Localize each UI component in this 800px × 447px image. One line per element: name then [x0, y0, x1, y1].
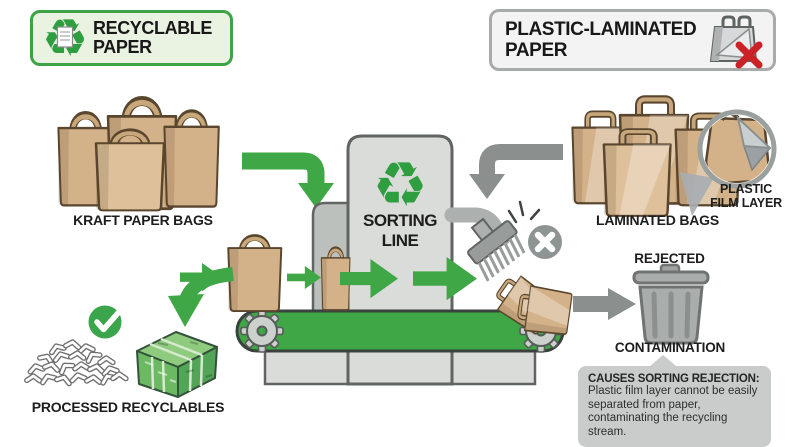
magnifier-callout	[697, 109, 777, 189]
kraft-paper-bags-label: KRAFT PAPER BAGS	[73, 212, 213, 228]
recyclable-paper-badge: ♻ RECYCLABLE PAPER	[30, 10, 233, 66]
badge-title-line2: PAPER	[505, 40, 568, 61]
laminated-bag-icon	[709, 15, 763, 69]
film-label-line2: FILM LAYER	[710, 196, 782, 210]
brush-icon	[467, 217, 526, 282]
recycle-icon: ♻	[372, 148, 428, 221]
flow-arrow-rejected	[573, 288, 636, 320]
flow-arrow-to-bale	[168, 267, 234, 327]
processed-recyclables-label: PROCESSED RECYCLABLES	[31, 399, 225, 415]
recycled-bale	[136, 331, 218, 398]
paper-doc-icon	[56, 26, 74, 48]
sorting-label-line2: LINE	[381, 231, 419, 250]
rejected-label: REJECTED	[634, 251, 705, 266]
badge-title-line1: RECYCLABLE	[93, 17, 213, 38]
film-label-line1: PLASTIC	[719, 182, 773, 196]
badge-title: PLASTIC-LAMINATED PAPER	[505, 19, 701, 61]
plastic-laminated-paper-badge: PLASTIC-LAMINATED PAPER	[489, 9, 776, 71]
sorting-line-label: SORTING LINE	[348, 211, 452, 251]
kraft-paper-bags-illustration	[58, 101, 218, 210]
sparkle-icon	[507, 200, 541, 224]
sorting-label-line1: SORTING	[363, 211, 437, 230]
recycle-paper-icon: ♻	[42, 10, 89, 66]
rejection-callout-box: CAUSES SORTING REJECTION: Plastic film l…	[578, 355, 771, 447]
callout-body: Plastic film layer cannot be easily sepa…	[588, 385, 758, 438]
reject-x-icon	[528, 225, 562, 259]
check-icon	[88, 305, 122, 339]
plastic-film-layer-label: PLASTIC FILM LAYER	[698, 182, 794, 210]
robot-arm	[444, 207, 511, 246]
laminated-bags-label: LAMINATED BAGS	[596, 212, 719, 228]
red-x-icon	[735, 41, 763, 69]
gear-icon	[240, 309, 284, 353]
badge-title-line2: PAPER	[93, 37, 152, 57]
flow-arrow-laminated-in	[469, 144, 563, 199]
plastic-film-peel	[680, 172, 714, 216]
badge-title-line1: PLASTIC-LAMINATED	[505, 19, 697, 40]
laminated-bags-illustration	[572, 99, 740, 216]
callout-heading: CAUSES SORTING REJECTION:	[588, 373, 760, 385]
contamination-label: CONTAMINATION	[614, 340, 726, 355]
trash-icon	[632, 263, 710, 345]
badge-title: RECYCLABLE PAPER	[93, 17, 213, 58]
shredded-paper-pile	[27, 341, 126, 385]
flow-arrow-recyclable-in	[242, 152, 334, 208]
bag-on-belt	[228, 238, 281, 312]
